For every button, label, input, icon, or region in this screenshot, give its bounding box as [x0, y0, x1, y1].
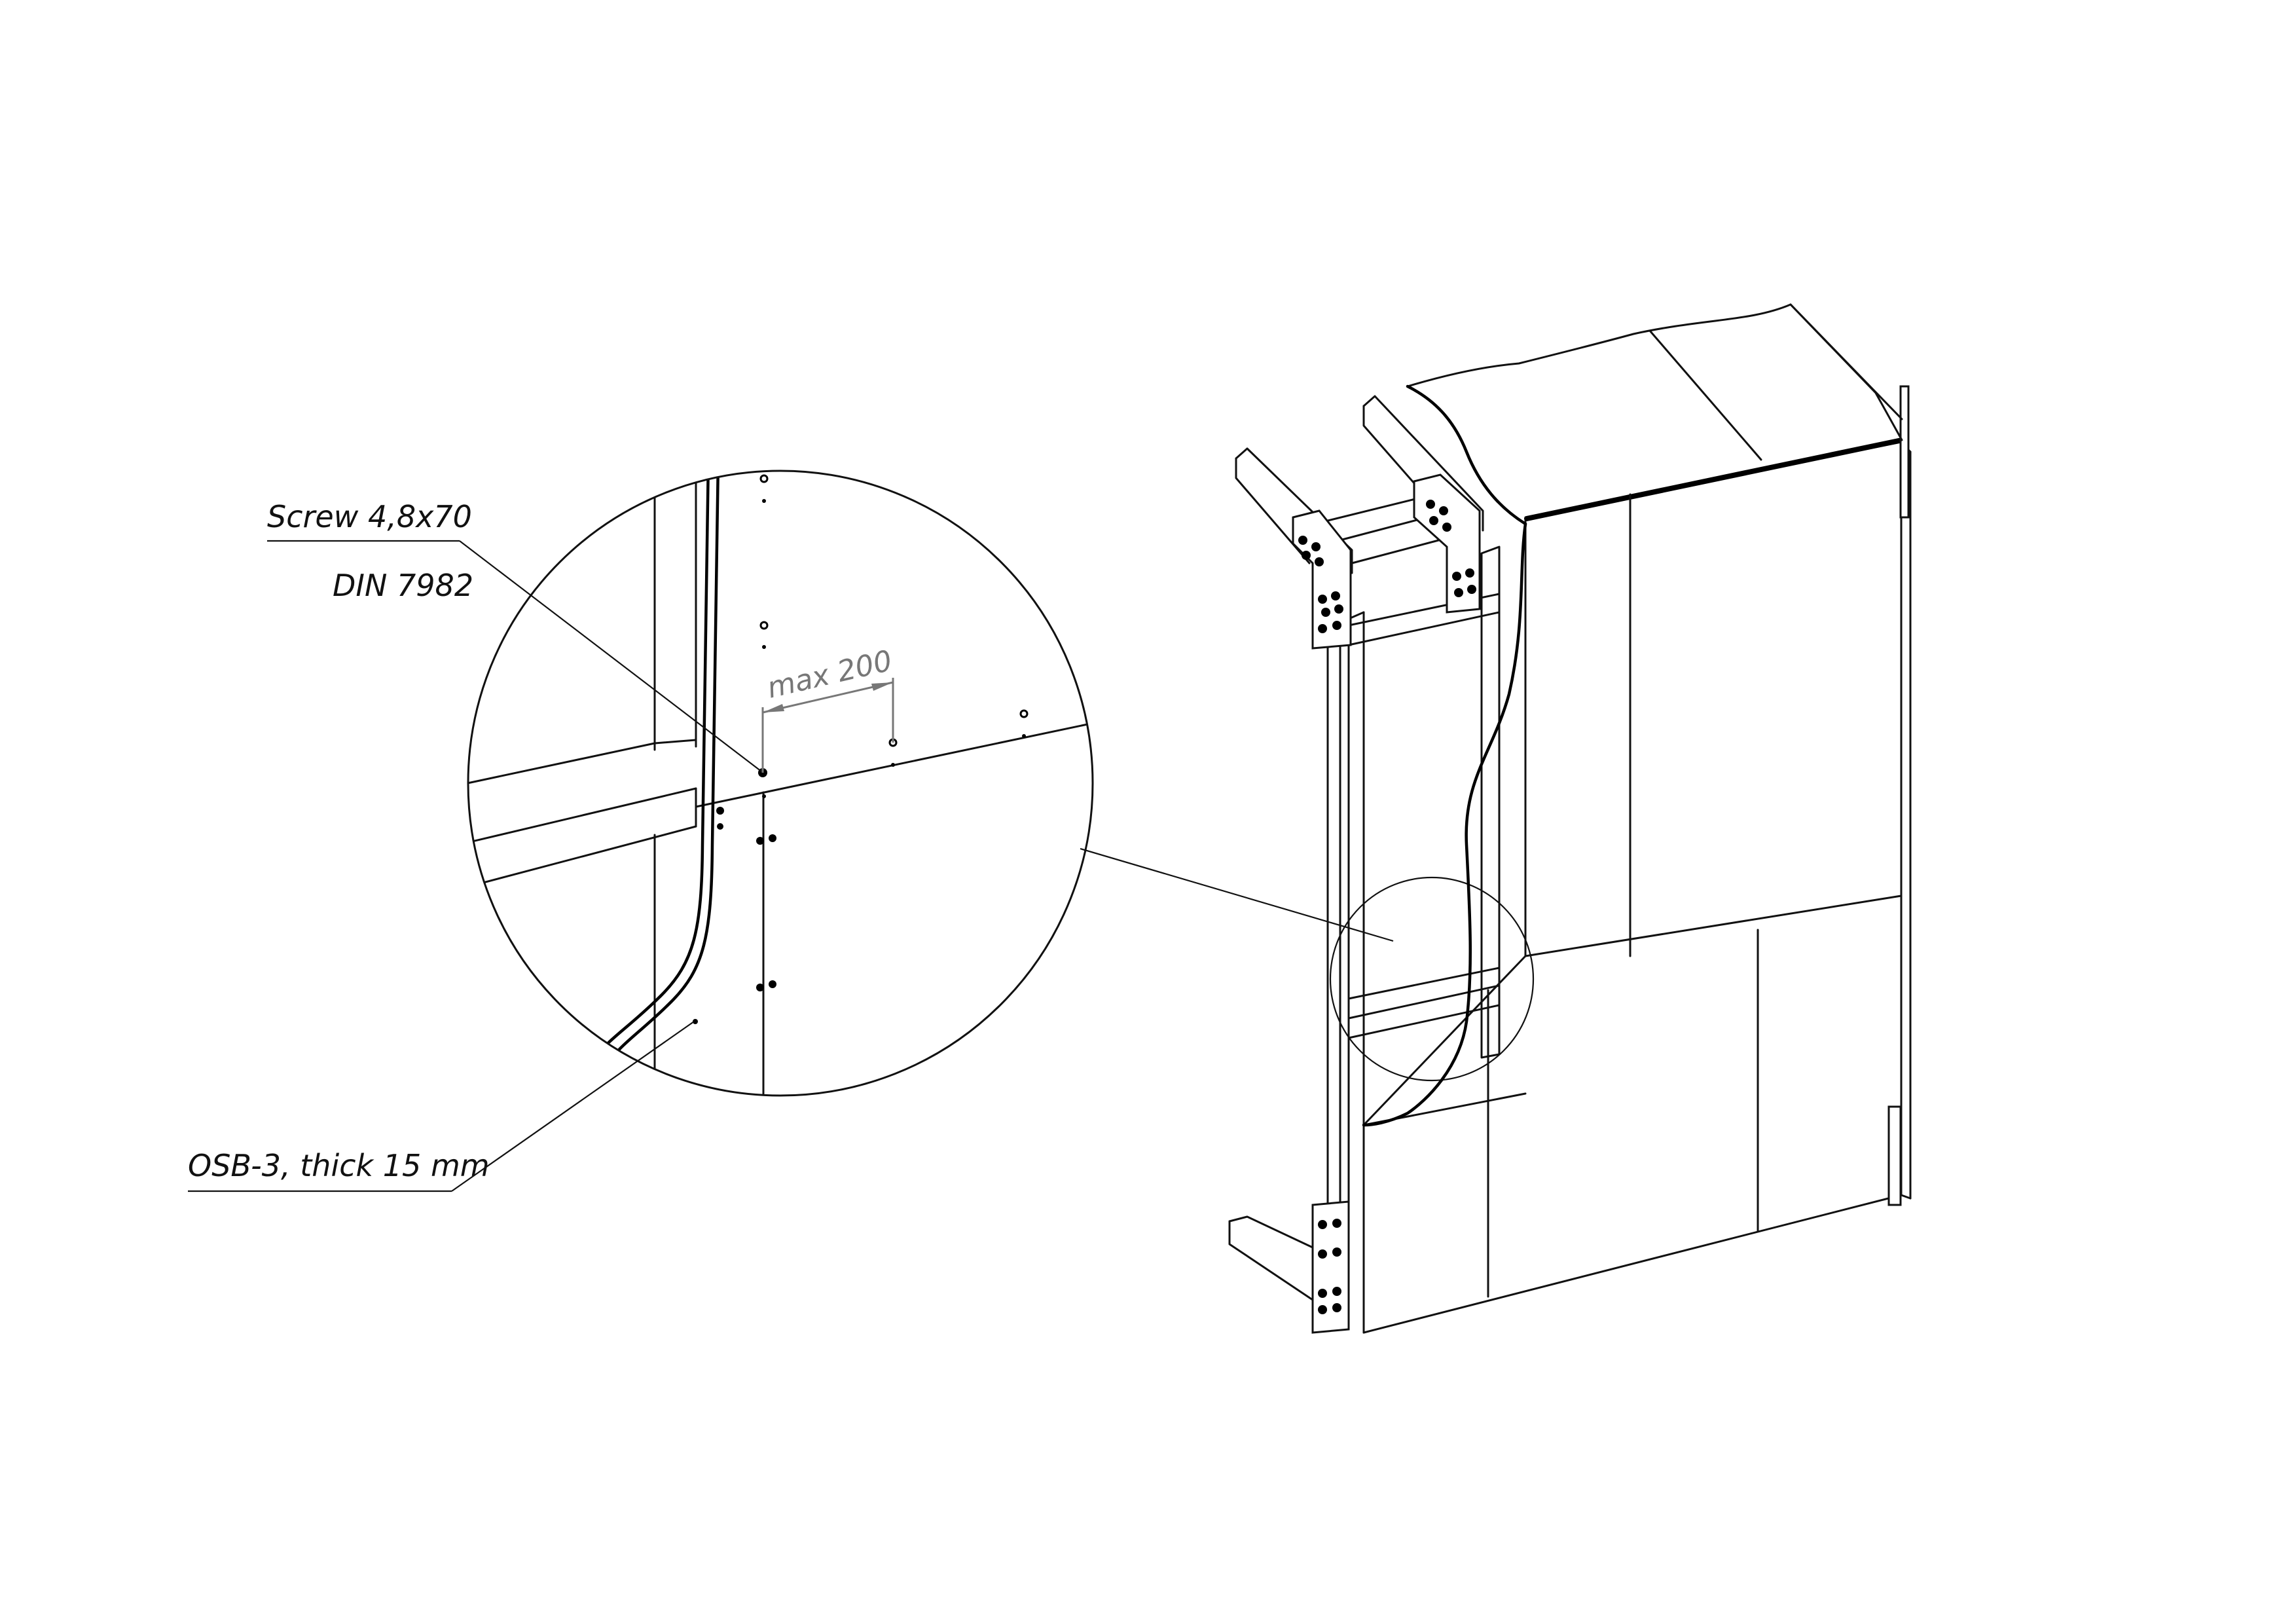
- bolt-holes: [1298, 500, 1476, 1314]
- gusset-plate-bottom: [1311, 1200, 1350, 1334]
- osb-panel: [1362, 441, 1903, 1334]
- wall-assembly: [1228, 303, 1912, 1334]
- detail-callout-line: [1080, 847, 1394, 942]
- annotations: Screw 4,8x70 DIN 7982 OSB-3, thick 15 mm: [188, 499, 1535, 1192]
- gusset-plate-top-left: [1292, 509, 1352, 650]
- beam-right: [1362, 395, 1484, 532]
- steel-post-right: [1480, 545, 1501, 1059]
- beam-left: [1235, 447, 1353, 574]
- osb-label: OSB-3, thick 15 mm: [188, 1148, 490, 1183]
- beam-bottom: [1228, 1220, 1314, 1301]
- dimension-label: max 200: [764, 644, 895, 705]
- osb-leader: [451, 1021, 695, 1192]
- detail-circle: [467, 470, 1094, 1097]
- screw-leader: [459, 540, 762, 772]
- cut-edge: [1362, 522, 1527, 1127]
- screw-standard-label: DIN 7982: [333, 568, 473, 603]
- detail-callout-circle: [1329, 876, 1535, 1082]
- detail-view: max 200: [467, 470, 1094, 1097]
- steel-post: [1326, 618, 1350, 1304]
- detail-content: [468, 471, 1093, 1096]
- screw-label: Screw 4,8x70: [267, 499, 472, 534]
- top-slab: [1406, 303, 1903, 441]
- gusset-plate-top-right: [1413, 473, 1481, 614]
